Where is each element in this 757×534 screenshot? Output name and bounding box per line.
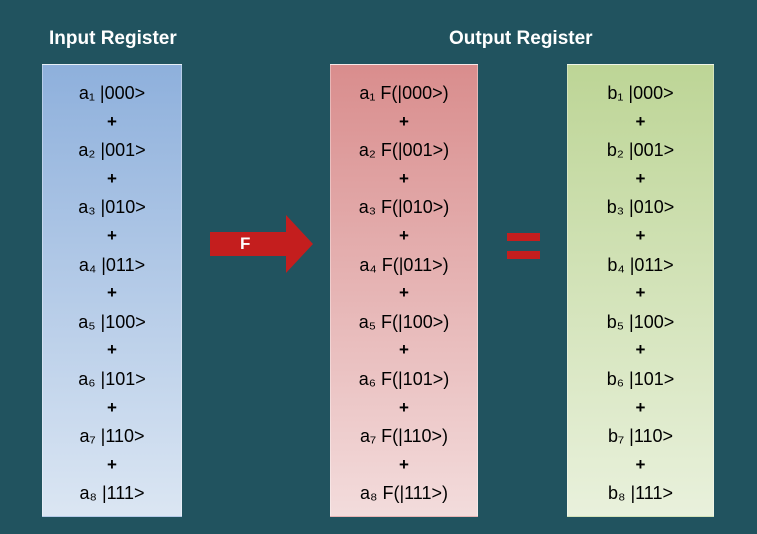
transform-f-label: F [240,234,251,253]
basis-state-term: a₂ F(|001>) [358,140,450,161]
input-register-column: a₁ |000> + a₂ |001> + a₃ |010> + a₄ |011> + a₅ |… [42,64,182,517]
basis-state-term: a₅ F(|100>) [358,311,450,332]
basis-state-term: a₃ |010> [78,197,146,218]
basis-state-term: a₇ F(|110>) [359,426,449,447]
output-register-column: b₁ |000> + b₂ |001> + b₃ |010> + b₄ |011> + b₅ |… [567,64,714,517]
plus-sign: + [107,397,117,417]
plus-sign: + [107,283,117,303]
plus-sign: + [107,225,117,245]
basis-state-term: a₁ F(|000>) [359,83,449,103]
plus-sign: + [399,283,409,303]
basis-state-term: b₅ |100> [606,311,675,332]
output-register-title: Output Register [449,28,593,49]
basis-state-term: a₇ |110> [79,426,145,447]
basis-state-term: a₆ |101> [78,368,146,389]
plus-sign: + [107,168,117,188]
plus-sign: + [399,397,409,417]
plus-sign: + [635,397,646,417]
basis-state-term: b₇ |110> [607,426,674,447]
basis-state-term: b₄ |011> [607,254,674,275]
plus-sign: + [399,340,409,360]
basis-state-term: b₆ |101> [606,368,675,389]
input-register-title: Input Register [49,28,177,49]
plus-sign: + [635,340,646,360]
plus-sign: + [635,283,646,303]
plus-sign: + [107,111,117,131]
plus-sign: + [107,340,117,360]
plus-sign: + [635,225,646,245]
plus-sign: + [399,225,409,245]
basis-state-term: a₃ F(|010>) [358,197,450,218]
basis-state-term: a₈ F(|111>) [359,483,448,504]
basis-state-term: b₃ |010> [606,197,675,218]
plus-sign: + [635,111,646,131]
basis-state-term: a₅ |100> [78,311,146,332]
basis-state-term: a₆ F(|101>) [358,368,450,389]
basis-state-term: b₂ |001> [606,140,675,161]
basis-state-term: a₁ |000> [78,83,146,103]
basis-state-term: b₈ |111> [607,483,674,504]
plus-sign: + [107,454,117,474]
basis-state-term: a₂ |001> [78,140,146,161]
equals-icon [507,233,540,259]
plus-sign: + [635,454,646,474]
basis-state-term: a₈ |111> [79,483,145,504]
basis-state-term: a₄ |011> [78,254,146,275]
basis-state-term: b₁ |000> [607,83,674,103]
plus-sign: + [399,454,409,474]
plus-sign: + [399,111,409,131]
right-arrow-icon [210,215,313,273]
basis-state-term: a₄ F(|011>) [359,254,449,275]
transformed-register-column: a₁ F(|000>) + a₂ F(|001>) + a₃ F(|010>) + a₄ F… [330,64,478,517]
plus-sign: + [399,168,409,188]
plus-sign: + [635,168,646,188]
